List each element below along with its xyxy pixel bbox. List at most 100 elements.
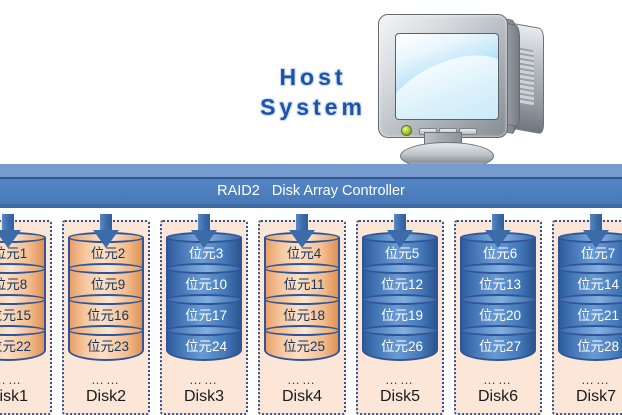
disk-ellipsis: ……: [189, 372, 219, 387]
disk-block-label: 位元16: [86, 308, 130, 323]
controller-bar-bottom-edge: [0, 204, 622, 208]
host-system-title: Host System: [248, 62, 378, 122]
power-led-icon: [401, 125, 412, 136]
disk-block: 位元22: [0, 325, 46, 361]
disk-block: 位元13: [460, 263, 536, 299]
disk-block-label: 位元2: [90, 246, 126, 261]
screen-glare: [396, 43, 498, 119]
monitor-screen: [395, 33, 499, 120]
disk-block-lid: [558, 263, 622, 274]
disk-block: 位元18: [264, 294, 340, 330]
disk-block-lid: [558, 325, 622, 336]
disk-block-lid: [264, 294, 340, 305]
disk-block-label: 位元9: [90, 277, 126, 292]
disk-block-lid: [362, 263, 438, 274]
disk-block-label: 位元21: [576, 308, 620, 323]
disk-block-label: 位元19: [380, 308, 424, 323]
disk-cylinder: 位元5 位元12 位元19 位元26: [362, 232, 438, 364]
disk-block-label: 位元5: [384, 246, 420, 261]
disk-label: Disk7: [575, 388, 616, 405]
controller-label: RAID2 Disk Array Controller: [217, 183, 405, 199]
disk-block: 位元28: [558, 325, 622, 361]
controller-bar-top-strip: [0, 164, 622, 177]
disk-block-lid: [0, 263, 46, 274]
disk-block: 位元12: [362, 263, 438, 299]
disk-block: 位元16: [68, 294, 144, 330]
disk-block: 位元6: [460, 232, 536, 268]
disk-block-label: 位元12: [380, 277, 424, 292]
crt-monitor-icon: [374, 4, 556, 172]
disk-block-label: 位元17: [184, 308, 228, 323]
disk-cylinder: 位元2 位元9 位元16 位元23: [68, 232, 144, 364]
disk-block-label: 位元18: [282, 308, 326, 323]
disk-array-row: 位元1位元8位元15位元22……Disk1位元2位元9位元16位元23……Dis…: [0, 208, 622, 415]
disk-block: 位元7: [558, 232, 622, 268]
disk-cylinder: 位元7 位元14 位元21 位元28: [558, 232, 622, 364]
disk-block-lid: [460, 263, 536, 274]
disk-block-label: 位元13: [478, 277, 522, 292]
disk-block: 位元17: [166, 294, 242, 330]
disk-block: 位元15: [0, 294, 46, 330]
controller-bar-separator: [0, 177, 622, 179]
disk-block-lid: [362, 325, 438, 336]
disk-block: 位元26: [362, 325, 438, 361]
disk-cylinder: 位元3 位元10 位元17 位元24: [166, 232, 242, 364]
disk-block-label: 位元25: [282, 339, 326, 354]
disk-block-label: 位元15: [0, 308, 32, 323]
disk-block-label: 位元6: [482, 246, 518, 261]
disk-block: 位元2: [68, 232, 144, 268]
monitor-front-case: [378, 14, 508, 138]
disk-block: 位元23: [68, 325, 144, 361]
disk-block: 位元27: [460, 325, 536, 361]
disk-ellipsis: ……: [0, 372, 23, 387]
disk-label: Disk6: [477, 388, 518, 405]
disk-block: 位元8: [0, 263, 46, 299]
disk-label: Disk1: [0, 388, 28, 405]
host-system-title-line2: System: [260, 94, 366, 120]
disk-block-label: 位元10: [184, 277, 228, 292]
disk-block-label: 位元11: [283, 277, 325, 292]
disk-block: 位元24: [166, 325, 242, 361]
controller-bar-main: [0, 179, 622, 204]
disk-block: 位元25: [264, 325, 340, 361]
disk-block: 位元1: [0, 232, 46, 268]
disk-block-lid: [558, 294, 622, 305]
disk-cylinder: 位元4 位元11 位元18 位元25: [264, 232, 340, 364]
disk-block: 位元4: [264, 232, 340, 268]
disk-label: Disk2: [85, 388, 126, 405]
disk-block: 位元21: [558, 294, 622, 330]
disk-block-label: 位元4: [286, 246, 322, 261]
disk-block-lid: [68, 294, 144, 305]
disk-block: 位元3: [166, 232, 242, 268]
disk-label: Disk4: [281, 388, 322, 405]
disk-block-lid: [0, 232, 46, 243]
disk-column-disk1: 位元1 位元8 位元15 位元22 ……Disk1: [0, 214, 52, 415]
disk-block-label: 位元22: [0, 339, 32, 354]
disk-label: Disk3: [183, 388, 224, 405]
disk-block-lid: [264, 325, 340, 336]
disk-block-lid: [166, 325, 242, 336]
disk-block-label: 位元26: [380, 339, 424, 354]
disk-cylinder: 位元1 位元8 位元15 位元22: [0, 232, 46, 364]
disk-block: 位元10: [166, 263, 242, 299]
disk-block-label: 位元1: [0, 246, 28, 261]
host-system-title-line1: Host: [279, 64, 347, 90]
monitor-button-3: [459, 128, 477, 135]
disk-block-label: 位元24: [184, 339, 228, 354]
disk-block-lid: [460, 325, 536, 336]
disk-block-label: 位元28: [576, 339, 620, 354]
disk-cylinder: 位元6 位元13 位元20 位元27: [460, 232, 536, 364]
disk-block-label: 位元14: [576, 277, 620, 292]
disk-ellipsis: ……: [385, 372, 415, 387]
disk-block-lid: [0, 325, 46, 336]
disk-block-label: 位元8: [0, 277, 28, 292]
disk-block-label: 位元27: [478, 339, 522, 354]
disk-block-label: 位元23: [86, 339, 130, 354]
disk-block: 位元20: [460, 294, 536, 330]
disk-block-lid: [166, 263, 242, 274]
